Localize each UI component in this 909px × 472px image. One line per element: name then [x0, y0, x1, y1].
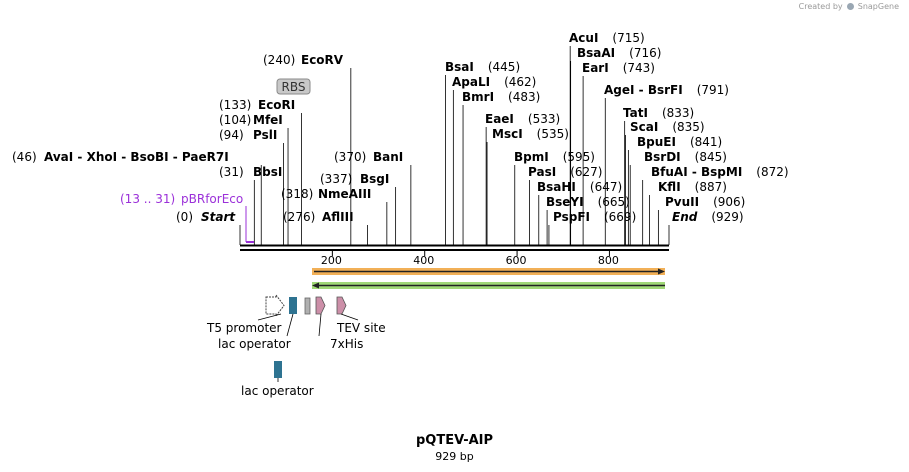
site-position-pasi: (627)	[570, 165, 602, 179]
7xhis-feature[interactable]	[315, 296, 326, 315]
site-name-bani[interactable]: BanI	[373, 150, 403, 164]
site-position-scai: (835)	[672, 120, 704, 134]
site-name-eaei[interactable]: EaeI	[485, 112, 514, 126]
lac-operator-feature[interactable]	[289, 297, 297, 314]
rbs-badge-label: RBS	[282, 80, 306, 94]
primer-name[interactable]: pBRforEco	[181, 192, 243, 206]
site-position-bmri: (483)	[508, 90, 540, 104]
site-name-bfuai-bspmi[interactable]: BfuAI - BspMI	[651, 165, 742, 179]
site-name-bbsi[interactable]: BbsI	[253, 165, 282, 179]
site-position-kfli: (887)	[695, 180, 727, 194]
site-name-pasi[interactable]: PasI	[528, 165, 556, 179]
site-name-bpuei[interactable]: BpuEI	[637, 135, 676, 149]
orf-reverse-arrowhead	[312, 282, 319, 289]
site-name-msci[interactable]: MscI	[492, 127, 523, 141]
site-name-tati[interactable]: TatI	[623, 106, 648, 120]
site-position-bseyi: (665)	[598, 195, 630, 209]
7xhis-label: 7xHis	[330, 337, 363, 351]
site-name-ecorv[interactable]: EcoRV	[301, 53, 344, 67]
lac-operator-label-2: lac operator	[241, 384, 314, 398]
rbs-feature[interactable]	[304, 297, 311, 315]
site-name-apali[interactable]: ApaLI	[452, 75, 490, 89]
plasmid-title: pQTEV-AIP	[415, 433, 494, 448]
site-position-afliii: (276)	[283, 210, 315, 224]
site-position-bpmi: (595)	[563, 150, 595, 164]
orf-reverse[interactable]	[312, 282, 665, 289]
site-name-pspfi[interactable]: PspFI	[553, 210, 590, 224]
ruler-label: 400	[413, 254, 434, 267]
site-position-bsai: (445)	[488, 60, 520, 74]
lac-operator-label: lac operator	[218, 337, 291, 351]
site-name-mfei[interactable]: MfeI	[253, 113, 283, 127]
site-name-bsaai[interactable]: BsaAI	[577, 46, 615, 60]
tev-site-feature[interactable]	[336, 296, 347, 315]
site-position-nmeaiii: (318)	[281, 187, 313, 201]
site-name-eari[interactable]: EarI	[582, 61, 609, 75]
tev-site-label: TEV site	[336, 321, 386, 335]
site-position-apali: (462)	[504, 75, 536, 89]
site-position-eaei: (533)	[528, 112, 560, 126]
site-position-bpuei: (841)	[690, 135, 722, 149]
site-position-psli: (94)	[219, 128, 244, 142]
site-name-nmeaiii[interactable]: NmeAIII	[318, 187, 371, 201]
site-name-end[interactable]: End	[672, 210, 698, 224]
site-position-bbsi: (31)	[219, 165, 244, 179]
site-position-bsaai: (716)	[629, 46, 661, 60]
orf-forward[interactable]	[312, 268, 665, 275]
ruler-label: 800	[598, 254, 619, 267]
credit-prefix: Created by	[798, 2, 843, 11]
site-name-psli[interactable]: PslI	[253, 128, 277, 142]
site-position-bsgi: (337)	[320, 172, 352, 186]
t5-promoter-feature[interactable]	[265, 293, 285, 318]
rbs-badge[interactable]	[276, 78, 311, 95]
site-name-bpmi[interactable]: BpmI	[514, 150, 549, 164]
site-position-agei-bsrfi: (791)	[697, 83, 729, 97]
site-name-start[interactable]: Start	[201, 210, 236, 224]
site-position-start: (0)	[176, 210, 193, 224]
site-position-bani: (370)	[334, 150, 366, 164]
app-credit: Created by SnapGene	[799, 2, 899, 11]
site-name-ecori[interactable]: EcoRI	[258, 98, 295, 112]
site-name-avai-xhoi-bsobi-paer7i[interactable]: AvaI - XhoI - BsoBI - PaeR7I	[44, 150, 229, 164]
site-position-eari: (743)	[623, 61, 655, 75]
primer-range: (13 .. 31)	[120, 192, 175, 206]
lac-operator-feature-2[interactable]	[274, 361, 282, 378]
ruler-label: 200	[321, 254, 342, 267]
plasmid-length: 929 bp	[435, 450, 474, 463]
site-position-bfuai-bspmi: (872)	[756, 165, 788, 179]
site-position-end: (929)	[711, 210, 743, 224]
site-position-ecori: (133)	[219, 98, 251, 112]
site-name-bsrdi[interactable]: BsrDI	[644, 150, 681, 164]
site-name-pvuii[interactable]: PvuII	[665, 195, 699, 209]
site-name-acui[interactable]: AcuI	[569, 31, 598, 45]
site-name-scai[interactable]: ScaI	[630, 120, 658, 134]
site-position-pspfi: (669)	[604, 210, 636, 224]
site-name-kfli[interactable]: KflI	[658, 180, 681, 194]
orf-forward-arrowhead	[658, 268, 665, 275]
credit-brand: SnapGene	[857, 2, 899, 11]
site-position-tati: (833)	[662, 106, 694, 120]
site-position-acui: (715)	[612, 31, 644, 45]
site-name-bsgi[interactable]: BsgI	[360, 172, 389, 186]
site-position-msci: (535)	[537, 127, 569, 141]
snapgene-logo-icon	[847, 3, 855, 10]
site-name-bsai[interactable]: BsaI	[445, 60, 474, 74]
site-name-bmri[interactable]: BmrI	[462, 90, 494, 104]
site-name-agei-bsrfi[interactable]: AgeI - BsrFI	[604, 83, 683, 97]
ruler-label: 600	[506, 254, 527, 267]
site-name-afliii[interactable]: AflIII	[322, 210, 354, 224]
site-name-bsahi[interactable]: BsaHI	[537, 180, 576, 194]
site-position-pvuii: (906)	[713, 195, 745, 209]
site-position-avai-xhoi-bsobi-paer7i: (46)	[12, 150, 37, 164]
site-position-ecorv: (240)	[263, 53, 295, 67]
site-position-mfei: (104)	[219, 113, 251, 127]
site-position-bsahi: (647)	[590, 180, 622, 194]
site-position-bsrdi: (845)	[695, 150, 727, 164]
site-name-bseyi[interactable]: BseYI	[546, 195, 584, 209]
t5-promoter-label: T5 promoter	[206, 321, 282, 335]
